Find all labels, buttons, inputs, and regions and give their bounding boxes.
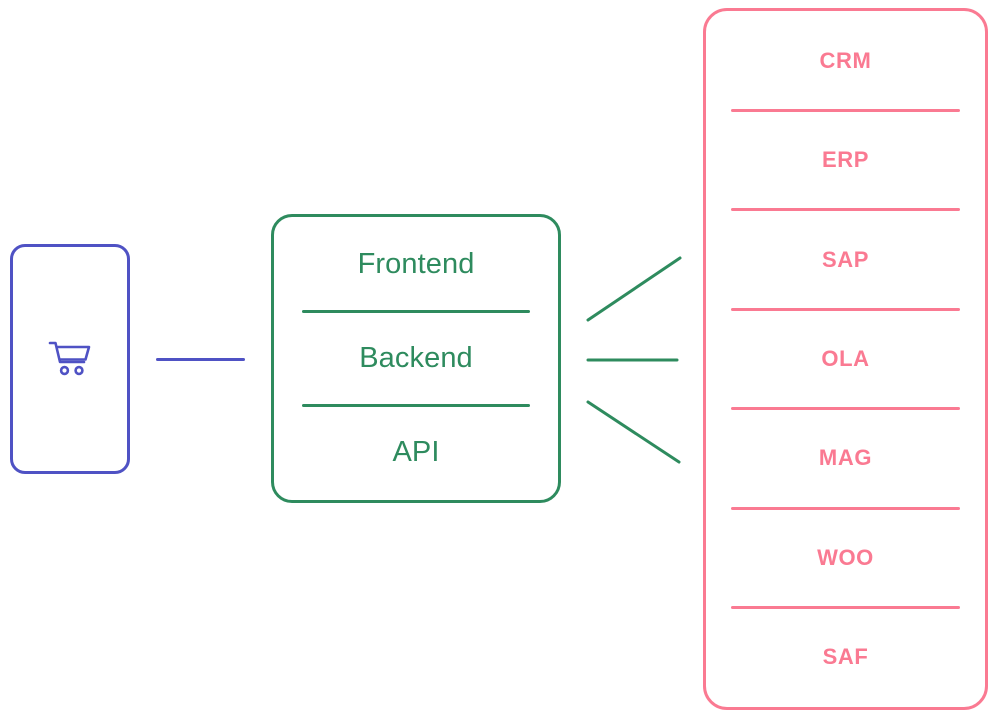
application-box[interactable]: Frontend Backend API bbox=[271, 214, 561, 503]
integrations-panel[interactable]: CRM ERP SAP OLA MAG WOO bbox=[703, 8, 988, 710]
integration-label: SAF bbox=[822, 644, 869, 670]
integration-divider bbox=[731, 208, 960, 212]
integration-label: SAP bbox=[821, 246, 870, 272]
connector-frontend-link bbox=[586, 256, 682, 322]
integration-item-erp[interactable]: ERP bbox=[706, 110, 985, 212]
integration-divider bbox=[731, 506, 960, 510]
connector-api-link bbox=[586, 400, 681, 464]
integration-item-crm[interactable]: CRM bbox=[706, 11, 985, 112]
integration-label: ERP bbox=[821, 147, 870, 173]
application-layer-divider bbox=[302, 404, 530, 408]
integration-item-woo[interactable]: WOO bbox=[706, 508, 985, 610]
integration-label: MAG bbox=[818, 445, 873, 471]
integration-item-mag[interactable]: MAG bbox=[706, 409, 985, 510]
application-layer-divider bbox=[302, 309, 530, 313]
integration-item-ola[interactable]: OLA bbox=[706, 309, 985, 411]
integration-divider bbox=[731, 407, 960, 411]
connector-client-to-application bbox=[156, 358, 245, 361]
integration-label: OLA bbox=[821, 345, 870, 371]
connector-group-application-to-integrations bbox=[586, 256, 682, 464]
application-layer-label: Backend bbox=[359, 341, 473, 374]
device-screen bbox=[13, 247, 127, 471]
application-layer-list: Frontend Backend API bbox=[274, 217, 558, 500]
integration-item-saf[interactable]: SAF bbox=[706, 608, 985, 707]
integration-label: CRM bbox=[819, 47, 872, 73]
integrations-list: CRM ERP SAP OLA MAG WOO bbox=[706, 11, 985, 707]
application-layer-label: Frontend bbox=[357, 247, 475, 280]
shopping-cart-icon bbox=[48, 339, 92, 379]
application-layer-api[interactable]: API bbox=[274, 406, 558, 500]
application-layer-frontend[interactable]: Frontend bbox=[274, 217, 558, 313]
integration-divider bbox=[731, 108, 960, 112]
client-device[interactable] bbox=[10, 244, 130, 474]
integration-item-sap[interactable]: SAP bbox=[706, 210, 985, 311]
integration-divider bbox=[731, 307, 960, 311]
integration-label: WOO bbox=[817, 544, 874, 570]
application-layer-backend[interactable]: Backend bbox=[274, 311, 558, 408]
application-layer-label: API bbox=[392, 436, 440, 469]
integration-divider bbox=[731, 606, 960, 610]
